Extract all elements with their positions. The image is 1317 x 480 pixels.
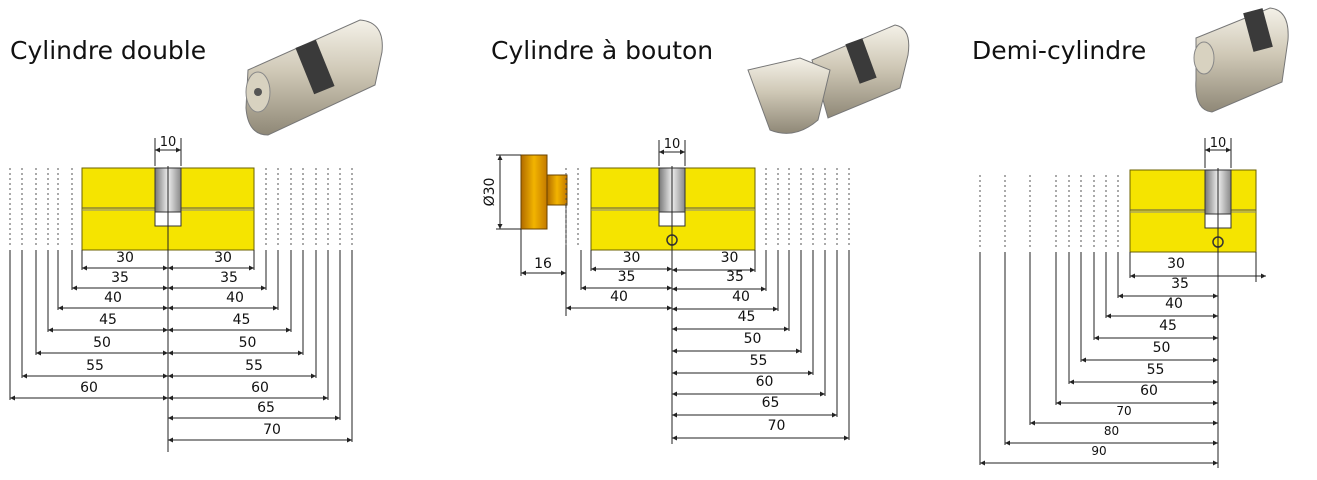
double-right-label-65: 65 xyxy=(257,400,275,416)
half-label-45: 45 xyxy=(1159,318,1177,334)
thumbturn-knob-stem xyxy=(546,174,568,206)
thumbturn-right-label-50: 50 xyxy=(744,331,762,347)
thumbturn-right-label-55: 55 xyxy=(750,353,768,369)
double-right-label-40: 40 xyxy=(226,290,244,306)
thumbturn-right-label-35: 35 xyxy=(726,269,744,285)
double-left-label-45: 45 xyxy=(99,312,117,328)
half-label-30: 30 xyxy=(1167,256,1185,272)
half-label-60: 60 xyxy=(1140,383,1158,399)
thumbturn-knob xyxy=(520,154,548,230)
double-right-label-35: 35 xyxy=(220,270,238,286)
title-half-cylinder: Demi-cylindre xyxy=(972,36,1147,65)
thumbturn-right-label-70: 70 xyxy=(768,418,786,434)
title-thumbturn-cylinder: Cylindre à bouton xyxy=(491,36,714,65)
double-left-label-60: 60 xyxy=(80,380,98,396)
double-right-label-60: 60 xyxy=(251,380,269,396)
thumbturn-len-label: 16 xyxy=(534,256,552,272)
thumbturn-left-label-30: 30 xyxy=(623,250,641,266)
double-right-label-55: 55 xyxy=(245,358,263,374)
thumbturn-right-label-60: 60 xyxy=(756,374,774,390)
thumbturn-gap-label: 10 xyxy=(664,137,681,152)
thumbturn-cylinder-photo-icon xyxy=(747,24,910,134)
title-double-cylinder: Cylindre double xyxy=(10,36,207,65)
double-left-label-40: 40 xyxy=(104,290,122,306)
half-body xyxy=(1129,169,1257,253)
double-left-label-35: 35 xyxy=(111,270,129,286)
double-left-label-50: 50 xyxy=(93,335,111,351)
half-label-70: 70 xyxy=(1116,404,1131,418)
half-label-40: 40 xyxy=(1165,296,1183,312)
double-right-label-50: 50 xyxy=(239,335,257,351)
half-label-55: 55 xyxy=(1147,362,1165,378)
double-cylinder-photo-icon xyxy=(245,19,383,136)
thumbturn-right-label-40: 40 xyxy=(732,289,750,305)
double-gap-label: 10 xyxy=(160,135,177,150)
half-cylinder-photo-icon xyxy=(1193,7,1289,113)
double-right-label-70: 70 xyxy=(263,422,281,438)
thumbturn-right-label-30: 30 xyxy=(721,250,739,266)
thumbturn-right-label-45: 45 xyxy=(738,309,756,325)
double-left-label-30: 30 xyxy=(116,250,134,266)
half-label-50: 50 xyxy=(1153,340,1171,356)
half-label-90: 90 xyxy=(1091,444,1106,458)
half-gap-label: 10 xyxy=(1210,136,1227,151)
thumbturn-left-label-40: 40 xyxy=(610,289,628,305)
double-right-label-45: 45 xyxy=(233,312,251,328)
half-label-80: 80 xyxy=(1104,424,1119,438)
thumbturn-right-label-65: 65 xyxy=(762,395,780,411)
thumbturn-left-label-35: 35 xyxy=(618,269,636,285)
half-label-35: 35 xyxy=(1171,276,1189,292)
double-right-label-30: 30 xyxy=(214,250,232,266)
double-left-label-55: 55 xyxy=(86,358,104,374)
thumbturn-dia-label: Ø30 xyxy=(482,178,498,207)
